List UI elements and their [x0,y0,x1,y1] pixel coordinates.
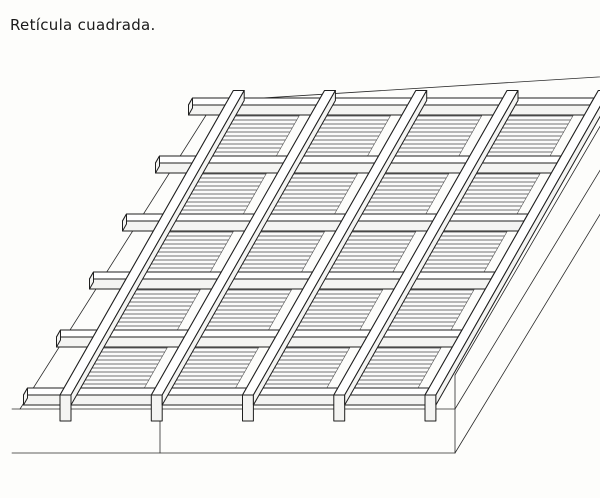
rib-front-face [188,104,591,116]
rib-front-face [155,162,558,174]
rib-top-face [22,387,430,396]
rib-top-face [121,213,529,222]
diag-rib-front-end [242,394,254,422]
slab-right-top-edge [454,125,600,376]
diag-rib-side-face [344,90,519,406]
diag-rib-front-end [424,394,437,422]
rib-end-cap [155,155,160,174]
base-right-line [454,213,600,454]
rib-end-cap [23,387,28,406]
figure-caption: Retícula cuadrada. [10,16,156,34]
slab-box-outline [11,76,600,454]
diag-rib-side-face [435,105,600,406]
rib-end-cap [56,329,61,348]
slab-left-edge [19,100,216,410]
rib-front-face [89,278,492,290]
diag-rib-side-face [161,90,336,406]
slab-right-edge [454,169,600,410]
slab-back-edge [214,76,600,102]
diag-rib-front-end [59,394,72,422]
rib-end-cap [188,97,193,116]
rib-front-face [23,394,426,406]
rib-top-face [187,97,595,106]
horizontal-ribs [22,97,595,406]
rib-end-cap [89,271,94,290]
diag-rib-front-end [150,394,163,422]
rib-top-face [88,271,496,280]
diag-rib-front-end [333,394,346,422]
rib-end-cap [122,213,127,232]
rib-front-face [122,220,525,232]
diag-rib-side-face [70,90,245,406]
diag-rib-side-face [252,90,428,406]
rib-top-face [154,155,562,164]
diagonal-ribs [59,89,600,422]
rib-top-face [55,329,463,338]
rib-front-face [56,336,459,348]
